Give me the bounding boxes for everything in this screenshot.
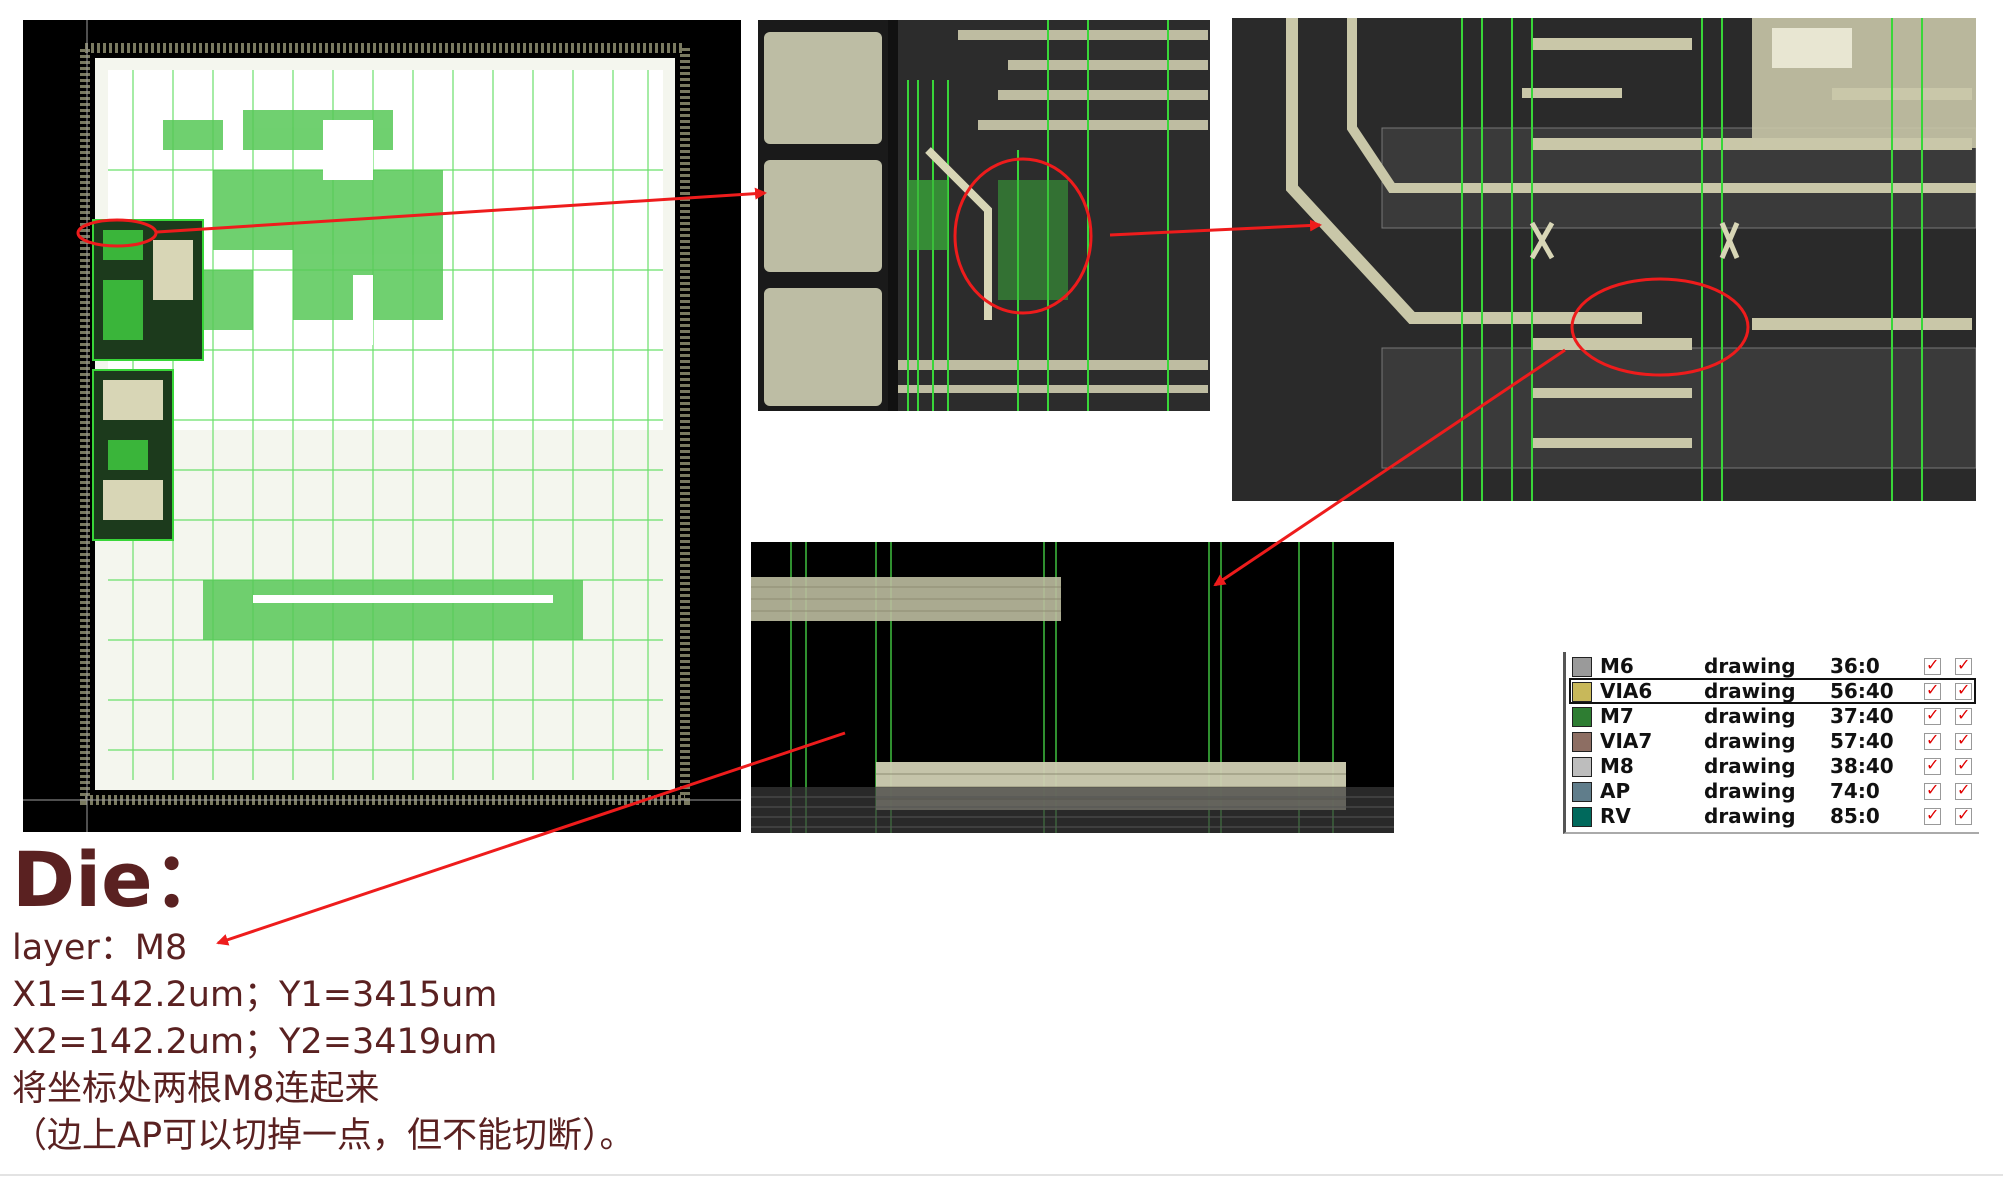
layer-swatch-icon	[1572, 757, 1592, 777]
layer-swatch-icon	[1572, 807, 1592, 827]
selectable-checkbox[interactable]	[1955, 705, 1972, 725]
zoom3-layout-canvas	[751, 542, 1394, 833]
layer-swatch-icon	[1572, 732, 1592, 752]
note-layer: layer：M8	[12, 928, 188, 968]
layer-swatch-icon	[1572, 682, 1592, 702]
visible-checkbox[interactable]	[1924, 655, 1941, 675]
selectable-checkbox[interactable]	[1955, 780, 1972, 800]
layer-swatch-icon	[1572, 707, 1592, 727]
layer-row-ap[interactable]: AP drawing 74:0	[1570, 779, 1975, 803]
layer-number: 37:40	[1830, 704, 1894, 728]
layer-row-via6[interactable]: VIA6 drawing 56:40	[1569, 678, 1976, 704]
layer-purpose: drawing	[1704, 704, 1796, 728]
layer-swatch-icon	[1572, 782, 1592, 802]
selectable-checkbox[interactable]	[1955, 655, 1972, 675]
selectable-checkbox[interactable]	[1955, 730, 1972, 750]
visible-checkbox[interactable]	[1924, 755, 1941, 775]
layer-row-m8[interactable]: M8 drawing 38:40	[1570, 754, 1975, 778]
visible-checkbox[interactable]	[1924, 705, 1941, 725]
layer-name: VIA6	[1600, 679, 1653, 703]
layer-purpose: drawing	[1704, 654, 1796, 678]
layer-name: VIA7	[1600, 729, 1653, 753]
zoom2-layout-canvas	[1232, 18, 1976, 501]
layer-purpose: drawing	[1704, 779, 1796, 803]
selectable-checkbox[interactable]	[1955, 755, 1972, 775]
layer-purpose: drawing	[1704, 804, 1796, 828]
selectable-checkbox[interactable]	[1955, 805, 1972, 825]
die-heading: Die：	[12, 835, 229, 924]
layer-row-m6[interactable]: M6 drawing 36:0	[1570, 654, 1975, 678]
zoom-view-3[interactable]	[751, 542, 1394, 833]
layer-name: M8	[1600, 754, 1634, 778]
layer-number: 57:40	[1830, 729, 1894, 753]
visible-checkbox[interactable]	[1924, 730, 1941, 750]
layer-name: M6	[1600, 654, 1634, 678]
layer-name: RV	[1600, 804, 1631, 828]
layer-row-via7[interactable]: VIA7 drawing 57:40	[1570, 729, 1975, 753]
layer-purpose: drawing	[1704, 679, 1796, 703]
visible-checkbox[interactable]	[1924, 680, 1941, 700]
layer-number: 36:0	[1830, 654, 1880, 678]
layer-number: 56:40	[1830, 679, 1894, 703]
note-instruction: 将坐标处两根M8连起来	[12, 1069, 380, 1109]
layer-number: 85:0	[1830, 804, 1880, 828]
layer-name: M7	[1600, 704, 1634, 728]
die-layout-canvas	[23, 20, 741, 832]
selectable-checkbox[interactable]	[1955, 680, 1972, 700]
note-coord-2: X2=142.2um；Y2=3419um	[12, 1022, 498, 1062]
layer-purpose: drawing	[1704, 729, 1796, 753]
note-caveat: （边上AP可以切掉一点，但不能切断）。	[12, 1116, 635, 1156]
layer-row-rv[interactable]: RV drawing 85:0	[1570, 804, 1975, 828]
layer-purpose: drawing	[1704, 754, 1796, 778]
layer-swatch-icon	[1572, 657, 1592, 677]
layer-name: AP	[1600, 779, 1631, 803]
divider	[0, 1174, 2003, 1176]
layer-row-m7[interactable]: M7 drawing 37:40	[1570, 704, 1975, 728]
die-overview-panel[interactable]	[23, 20, 741, 832]
layer-number: 38:40	[1830, 754, 1894, 778]
zoom1-layout-canvas	[758, 20, 1210, 411]
layer-number: 74:0	[1830, 779, 1880, 803]
zoom-view-2[interactable]	[1232, 18, 1976, 501]
edit-instructions: Die： layer：M8 X1=142.2um；Y1=3415um X2=14…	[12, 835, 772, 1160]
layer-palette: M6 drawing 36:0 VIA6 drawing 56:40 M7 dr…	[1563, 652, 1979, 834]
visible-checkbox[interactable]	[1924, 805, 1941, 825]
zoom-view-1[interactable]	[758, 20, 1210, 411]
note-coord-1: X1=142.2um；Y1=3415um	[12, 975, 498, 1015]
visible-checkbox[interactable]	[1924, 780, 1941, 800]
